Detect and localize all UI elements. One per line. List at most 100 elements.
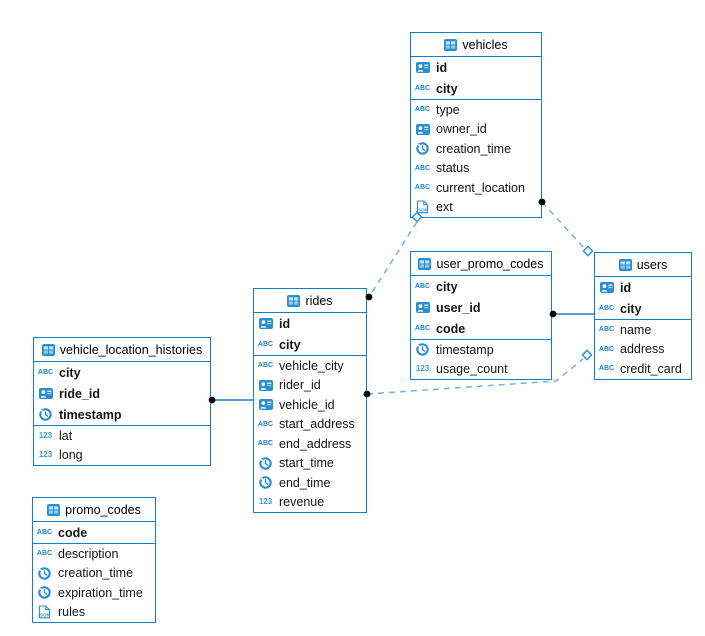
column-name: expiration_time — [58, 585, 143, 600]
number-type-icon: 123 — [37, 451, 54, 459]
table-header[interactable]: vehicle_location_histories — [34, 338, 210, 362]
column-row: owner_id — [411, 120, 541, 140]
column-name: city — [620, 301, 642, 316]
column-row: ABC vehicle_city — [254, 356, 366, 376]
table-icon — [287, 294, 301, 307]
text-type-icon: ABC — [36, 529, 53, 536]
column-name: lat — [59, 428, 73, 443]
number-type-glyph: 123 — [38, 430, 53, 440]
column-name: long — [59, 448, 83, 463]
json-type-icon: JSON — [36, 605, 53, 619]
column-row: user_id — [411, 297, 551, 318]
relationship-diamond-end — [581, 349, 593, 361]
id-badge-icon — [257, 379, 274, 391]
column-row: timestamp — [411, 340, 551, 360]
text-type-glyph: ABC — [414, 325, 431, 332]
timestamp-type-icon — [37, 408, 54, 421]
column-row: creation_time — [33, 564, 155, 584]
id-badge-icon — [257, 399, 274, 411]
column-row: id — [595, 277, 691, 298]
table-header[interactable]: user_promo_codes — [411, 252, 551, 276]
column-row: ABC credit_card — [595, 359, 691, 379]
column-row: ABC current_location — [411, 178, 541, 198]
id-badge-icon — [414, 123, 431, 135]
column-name: type — [436, 102, 460, 117]
relationship-diamond-end — [582, 245, 594, 257]
column-name: user_id — [436, 300, 481, 315]
text-type-icon: ABC — [598, 305, 615, 312]
timestamp-type-icon — [414, 142, 431, 155]
text-type-glyph: ABC — [414, 283, 431, 290]
timestamp-type-icon — [414, 343, 431, 356]
text-type-icon: ABC — [414, 283, 431, 290]
text-type-glyph: ABC — [414, 106, 431, 114]
column-row: 123 lat — [34, 426, 210, 446]
table-header[interactable]: vehicles — [411, 33, 541, 57]
columns-section: 123 lat 123 long — [34, 426, 210, 465]
table-icon — [418, 257, 432, 270]
column-name: owner_id — [436, 122, 487, 137]
column-name: timestamp — [436, 342, 494, 357]
table-header[interactable]: rides — [254, 289, 366, 313]
table-title: users — [636, 257, 668, 272]
text-type-glyph: ABC — [414, 184, 431, 192]
table-title: promo_codes — [65, 502, 141, 517]
text-type-icon: ABC — [598, 365, 615, 372]
column-row: ride_id — [34, 383, 210, 404]
table-header[interactable]: promo_codes — [33, 498, 155, 522]
column-name: address — [620, 342, 665, 357]
number-type-icon: 123 — [37, 430, 54, 440]
relationship-line-vehicles-users[interactable] — [541, 201, 585, 249]
text-type-glyph: ABC — [414, 85, 431, 92]
text-type-glyph: ABC — [257, 341, 274, 348]
column-name: ride_id — [59, 386, 100, 401]
column-row: id — [254, 313, 366, 334]
text-type-glyph: ABC — [36, 529, 53, 536]
text-type-icon: ABC — [36, 550, 53, 557]
column-name: current_location — [436, 180, 525, 195]
text-type-icon: ABC — [598, 326, 615, 333]
column-name: status — [436, 161, 470, 176]
table-header[interactable]: users — [595, 253, 691, 277]
id-badge-icon — [414, 302, 431, 313]
number-type-icon: 123 — [257, 498, 274, 506]
id-badge-icon — [257, 318, 274, 329]
timestamp-type-icon — [257, 457, 274, 470]
column-name: credit_card — [620, 361, 682, 376]
column-name: description — [58, 546, 119, 561]
text-type-glyph: ABC — [598, 305, 615, 312]
column-name: id — [436, 60, 448, 75]
column-name: vehicle_city — [279, 358, 344, 373]
column-name: ext — [436, 200, 453, 215]
text-type-icon: ABC — [257, 362, 274, 369]
column-name: start_address — [279, 417, 355, 432]
column-name: id — [620, 280, 632, 295]
text-type-icon: ABC — [37, 369, 54, 376]
id-badge-icon — [598, 282, 615, 293]
text-type-glyph: ABC — [598, 365, 615, 373]
column-row: id — [411, 57, 541, 78]
column-name: rules — [58, 605, 86, 620]
timestamp-type-icon — [36, 567, 53, 580]
text-type-icon: ABC — [414, 85, 431, 92]
column-name: end_time — [279, 475, 331, 490]
table-title: vehicle_location_histories — [59, 342, 203, 357]
